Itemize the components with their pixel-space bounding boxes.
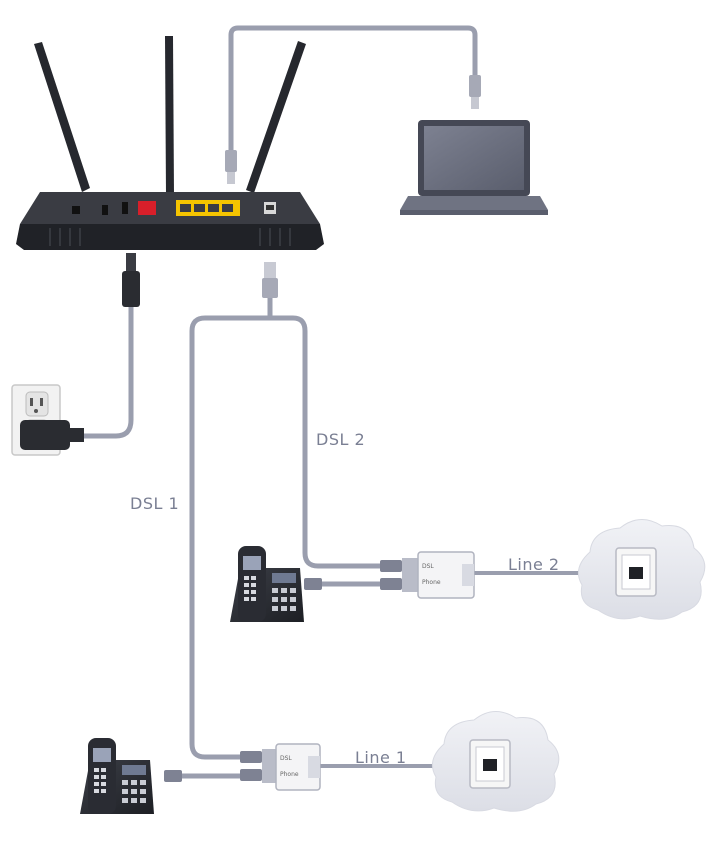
reset-button [122, 202, 128, 214]
rj11-plug-icon [304, 578, 322, 590]
phone-wall-jack-icon [469, 739, 511, 789]
power-port [72, 206, 80, 214]
router-icon [16, 36, 324, 250]
desk-phone-icon [230, 546, 304, 622]
dsl-splitter-icon: DSL Phone [240, 743, 321, 791]
rj11-plug-icon [262, 262, 278, 298]
power-switch [102, 205, 108, 215]
line-1-label: Line 1 [355, 748, 407, 767]
desk-phone-icon [80, 738, 154, 814]
dsl-splitter-icon: DSL Phone [380, 551, 475, 599]
antenna-left [34, 42, 90, 192]
rj11-plug-icon [164, 770, 182, 782]
antenna-right [246, 41, 306, 193]
dsl-port [138, 201, 156, 215]
dsl-1-label: DSL 1 [130, 494, 180, 513]
ethernet-plug-icon [225, 150, 237, 184]
dsl-2-label: DSL 2 [316, 430, 366, 449]
antenna-center [165, 36, 174, 196]
splitter-phone-label: Phone [280, 771, 299, 778]
line-2-label: Line 2 [508, 555, 560, 574]
cables [79, 25, 634, 779]
dsl-1-cable [189, 315, 273, 760]
splitter-dsl-label: DSL [422, 563, 434, 570]
splitter-dsl-label: DSL [280, 755, 292, 762]
laptop-icon [400, 120, 548, 215]
power-cable [79, 302, 134, 439]
power-plug-icon [122, 253, 140, 307]
ethernet-plug-icon [469, 75, 481, 109]
splitter-phone-label: Phone [422, 579, 441, 586]
power-adapter-icon [20, 420, 84, 450]
ethernet-cable [228, 25, 478, 153]
dsl-2-cable [267, 315, 383, 569]
phone-wall-jack-icon [615, 547, 657, 597]
